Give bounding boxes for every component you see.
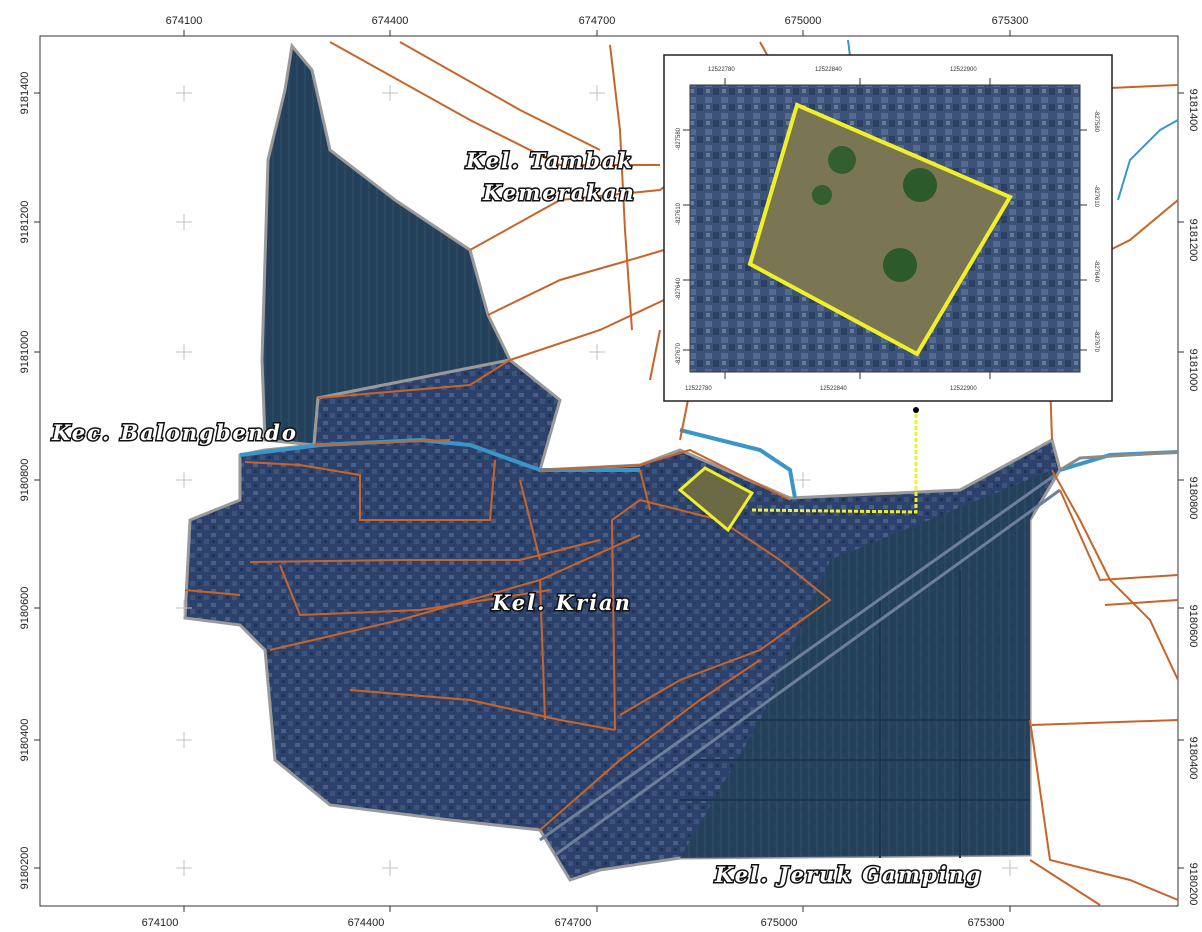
- bottom-tick-2: 674700: [555, 917, 592, 929]
- leader-dot: [913, 407, 919, 413]
- inset-tree-4: [812, 185, 832, 205]
- bottom-tick-0: 674100: [142, 917, 179, 929]
- right-tick-2: 9181000: [1187, 349, 1199, 392]
- label-balongbendo: Kec. Balongbendo: [51, 420, 298, 445]
- right-tick-6: 9180200: [1187, 863, 1199, 906]
- top-tick-3: 675000: [785, 15, 822, 27]
- inset-left-tick-0: -827580: [676, 127, 682, 150]
- right-tick-3: 9180800: [1187, 477, 1199, 520]
- railway: [539, 473, 1061, 857]
- inset-top-tick-1: 12522840: [815, 67, 842, 73]
- inset-left-tick-2: -827640: [676, 277, 682, 300]
- left-tick-4: 9180600: [19, 587, 31, 630]
- top-tick-2: 674700: [579, 15, 616, 27]
- bottom-tick-1: 674400: [348, 917, 385, 929]
- left-tick-6: 9180200: [19, 847, 31, 890]
- inset-bottom-tick-0: 12522780: [685, 386, 712, 392]
- inset-right-tick-3: -827670: [1093, 330, 1099, 353]
- bottom-tick-3: 675000: [761, 917, 798, 929]
- left-tick-0: 9181400: [19, 72, 31, 115]
- field-lines: [680, 570, 1030, 858]
- left-tick-2: 9181000: [19, 331, 31, 374]
- inset-tree-2: [883, 248, 917, 282]
- bottom-tick-4: 675300: [968, 917, 1005, 929]
- right-tick-1: 9181200: [1187, 219, 1199, 262]
- inset-right-tick-2: -827640: [1093, 260, 1099, 283]
- inset-parcel: [747, 102, 1013, 357]
- top-tick-4: 675300: [992, 15, 1029, 27]
- inset-left-tick-1: -827610: [676, 202, 682, 225]
- left-tick-5: 9180400: [19, 719, 31, 762]
- inset-tree-1: [903, 168, 937, 202]
- inset-map: 12522780 12522840 12522900 12522780 1252…: [663, 54, 1113, 402]
- inset-bottom-tick-1: 12522840: [820, 386, 847, 392]
- left-tick-3: 9180800: [19, 459, 31, 502]
- label-krian: Kel. Krian: [491, 590, 632, 615]
- right-tick-4: 9180600: [1187, 605, 1199, 648]
- top-tick-0: 674100: [166, 15, 203, 27]
- label-tambak-line1: Kel. Tambak: [465, 148, 634, 173]
- inset-left-tick-3: -827670: [676, 342, 682, 365]
- top-tick-1: 674400: [372, 15, 409, 27]
- main-road-east: [1059, 450, 1179, 472]
- inset-tree-3: [828, 146, 856, 174]
- label-jeruk-gamping: Kel. Jeruk Gamping: [714, 862, 983, 887]
- right-tick-5: 9180400: [1187, 737, 1199, 780]
- inset-top-tick-2: 12522900: [950, 67, 977, 73]
- inset-ticks: [683, 78, 1087, 379]
- inset-bottom-tick-2: 12522900: [950, 386, 977, 392]
- grid-crosses: [176, 85, 1018, 876]
- right-tick-0: 9181400: [1187, 89, 1199, 132]
- study-site-marker: [677, 466, 755, 533]
- inset-top-tick-0: 12522780: [708, 67, 735, 73]
- leader-line: [751, 408, 918, 514]
- inset-right-tick-1: -827610: [1093, 185, 1099, 208]
- left-tick-1: 9181200: [19, 201, 31, 244]
- label-tambak-line2: Kemerakan: [482, 180, 636, 205]
- inset-right-tick-0: -827580: [1093, 110, 1099, 133]
- frame-ticks: [34, 30, 1184, 912]
